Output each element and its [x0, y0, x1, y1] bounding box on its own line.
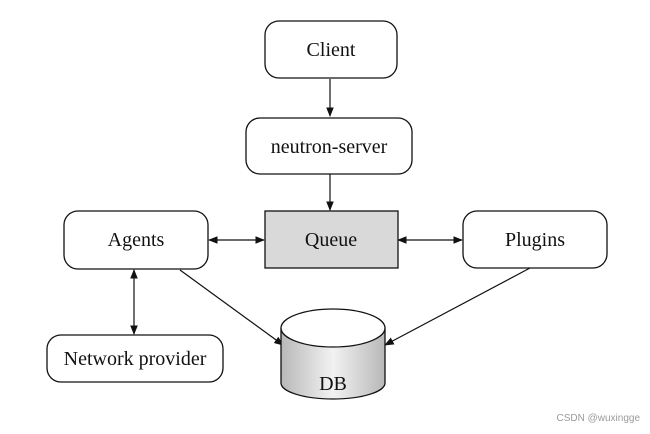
- edge-agents-db: [179, 269, 284, 346]
- edge-plugins-db: [384, 267, 531, 346]
- node-queue: Queue: [264, 210, 399, 269]
- node-queue-label: Queue: [305, 229, 357, 251]
- node-plugins: Plugins: [462, 210, 608, 269]
- db-cylinder-body: [280, 328, 386, 400]
- node-agents-label: Agents: [108, 229, 165, 251]
- node-plugins-label: Plugins: [505, 229, 565, 251]
- node-agents: Agents: [63, 210, 209, 270]
- node-neutron-server-label: neutron-server: [271, 136, 388, 158]
- node-neutron-server: neutron-server: [245, 117, 413, 175]
- node-network-provider-label: Network provider: [64, 348, 207, 370]
- node-db-label: DB: [319, 373, 347, 395]
- db-cylinder-top: [280, 308, 386, 348]
- node-client-label: Client: [307, 39, 356, 61]
- node-client: Client: [264, 20, 398, 79]
- watermark: CSDN @wuxingge: [556, 413, 640, 424]
- node-network-provider: Network provider: [46, 334, 224, 383]
- node-db: DB: [280, 308, 386, 400]
- caption-cut-off: [205, 420, 455, 434]
